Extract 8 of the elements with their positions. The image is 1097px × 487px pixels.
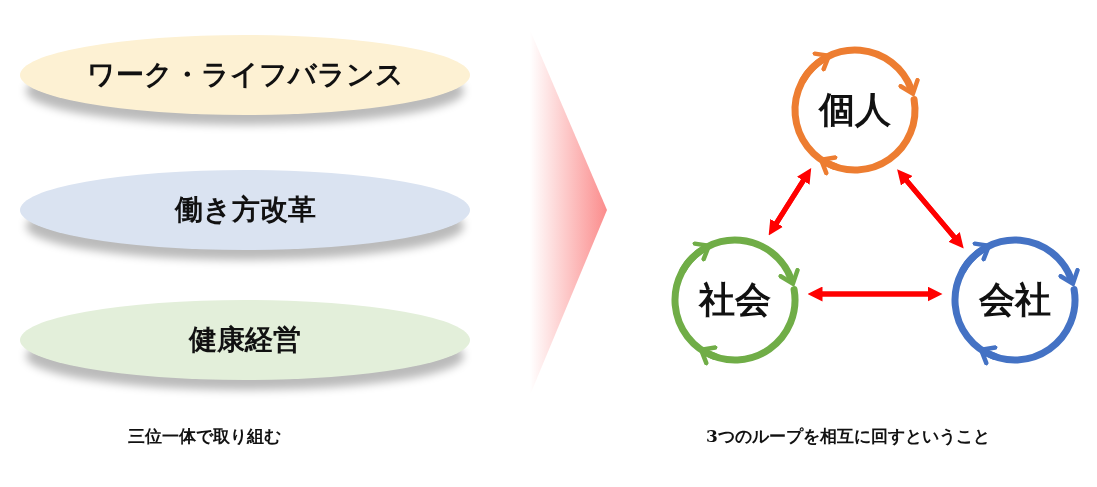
node-label: 社会 xyxy=(699,276,771,322)
caption: 三位一体で取り組む xyxy=(128,425,281,448)
node-label: ワーク・ライフバランス xyxy=(86,57,404,93)
caption: 3つのループを相互に回すということ xyxy=(706,425,990,448)
node-label: 個人 xyxy=(819,86,891,132)
node-label: 会社 xyxy=(979,276,1051,322)
node-label: 健康経営 xyxy=(189,322,301,358)
node-label: 働き方改革 xyxy=(174,192,316,228)
